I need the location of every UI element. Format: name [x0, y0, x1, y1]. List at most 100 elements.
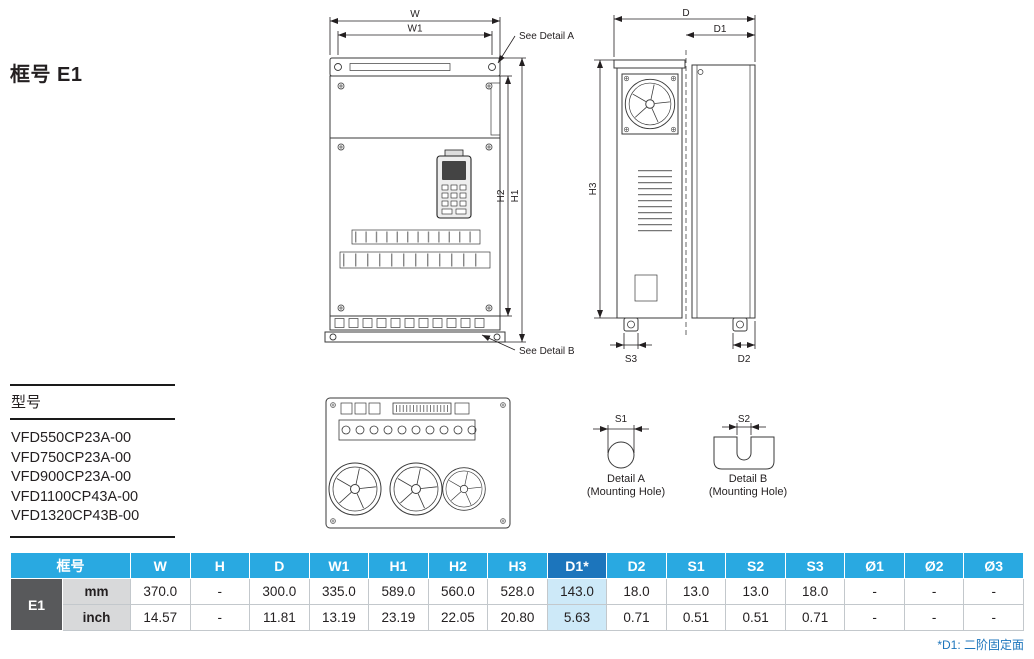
value-cell: - — [189, 604, 251, 631]
detail-a-title: Detail A — [607, 473, 645, 485]
header-w: W — [130, 552, 191, 579]
value-cell: 20.80 — [487, 604, 548, 631]
value-cell: - — [963, 578, 1024, 605]
dim-label-h3: H3 — [588, 182, 599, 195]
dimension-table: 框号 W H D W1 H1 H2 H3 D1* D2 S1 S2 S3 Ø1 … — [10, 552, 1024, 631]
bottom-view-body — [325, 397, 511, 529]
bottom-fans — [328, 462, 486, 516]
value-cell: - — [189, 578, 251, 605]
header-frame: 框号 — [10, 552, 131, 579]
side-view-body — [613, 59, 756, 332]
header-w1: W1 — [308, 552, 370, 579]
front-view-drawing: W W1 H2 H1 See Detail A See Detail B — [324, 9, 575, 357]
detail-a-label: Detail A (Mounting Hole) — [581, 473, 671, 499]
dim-label-d2: D2 — [738, 354, 751, 365]
keypad — [436, 149, 472, 219]
divider — [10, 418, 175, 420]
models-list: VFD550CP23A-00 VFD750CP23A-00 VFD900CP23… — [10, 420, 175, 536]
value-cell: 0.51 — [665, 604, 727, 631]
value-cell-d1: 143.0 — [546, 578, 608, 605]
value-cell: 528.0 — [487, 578, 548, 605]
models-section: 型号 VFD550CP23A-00 VFD750CP23A-00 VFD900C… — [10, 384, 175, 538]
detail-a-drawing: S1 — [593, 414, 649, 469]
value-cell: 22.05 — [427, 604, 489, 631]
value-cell: - — [963, 604, 1024, 631]
detail-b-title: Detail B — [728, 473, 768, 485]
dim-label-h2: H2 — [496, 189, 507, 202]
value-cell: 23.19 — [368, 604, 429, 631]
frame-cell: E1 — [10, 578, 63, 631]
value-cell: - — [844, 578, 905, 605]
footnote: *D1: 二阶固定面 — [937, 638, 1024, 652]
detail-a-subtitle: (Mounting Hole) — [586, 486, 666, 498]
dim-label-d: D — [682, 8, 689, 19]
model-item: VFD900CP23A-00 — [11, 469, 132, 485]
value-cell: 11.81 — [249, 604, 310, 631]
detail-b-label: Detail B (Mounting Hole) — [698, 473, 798, 499]
mounting-hole-circle — [607, 441, 635, 469]
header-h3: H3 — [487, 552, 548, 579]
dim-label-s2: S2 — [738, 414, 751, 425]
dim-label-h1: H1 — [510, 189, 521, 202]
unit-cell-inch: inch — [62, 604, 131, 631]
dim-label-d1: D1 — [714, 24, 727, 35]
page-title: 框号 E1 — [10, 64, 83, 86]
dim-label-s1: S1 — [615, 414, 628, 425]
header-h1: H1 — [368, 552, 429, 579]
value-cell: 0.71 — [784, 604, 846, 631]
header-h: H — [189, 552, 251, 579]
value-cell: 0.51 — [725, 604, 786, 631]
side-view-dimensions — [594, 15, 756, 349]
value-cell: 13.0 — [725, 578, 786, 605]
front-view-dimensions — [329, 17, 526, 351]
value-cell-d1: 5.63 — [546, 604, 608, 631]
dim-label-w1: W1 — [408, 24, 423, 35]
value-cell: 560.0 — [427, 578, 489, 605]
header-dia3: Ø3 — [963, 552, 1024, 579]
header-d1: D1* — [546, 552, 608, 579]
dim-label-w: W — [410, 9, 420, 20]
side-view-drawing: D D1 H3 S3 D2 — [588, 8, 756, 365]
header-d2: D2 — [606, 552, 667, 579]
value-cell: 0.71 — [606, 604, 667, 631]
table-row-inch: inch 14.57 - 11.81 13.19 23.19 22.05 20.… — [11, 604, 1024, 631]
header-dia2: Ø2 — [903, 552, 965, 579]
model-item: VFD750CP23A-00 — [11, 449, 132, 466]
front-view-body — [324, 57, 506, 343]
model-item: VFD1100CP43A-00 — [11, 488, 139, 505]
bottom-view-drawing — [325, 397, 511, 529]
keypad-display — [442, 161, 466, 180]
models-heading: 型号 — [11, 394, 42, 411]
value-cell: 300.0 — [249, 578, 310, 605]
model-item: VFD550CP23A-00 — [11, 430, 132, 446]
value-cell: 370.0 — [130, 578, 191, 605]
header-d: D — [249, 552, 310, 579]
value-cell: 18.0 — [784, 578, 846, 605]
value-cell: 14.57 — [130, 604, 191, 631]
divider — [10, 535, 175, 538]
header-s3: S3 — [784, 552, 846, 579]
divider — [10, 384, 175, 386]
value-cell: 335.0 — [308, 578, 370, 605]
mounting-slot-shape — [713, 436, 775, 470]
model-item: VFD1320CP43B-00 — [11, 508, 140, 524]
side-fan — [623, 75, 677, 133]
header-h2: H2 — [427, 552, 489, 579]
detail-b-drawing: S2 — [713, 414, 775, 470]
unit-cell-mm: mm — [62, 578, 131, 605]
value-cell: - — [903, 578, 965, 605]
detail-b-subtitle: (Mounting Hole) — [708, 486, 788, 498]
dim-label-s3: S3 — [625, 354, 638, 365]
value-cell: 589.0 — [368, 578, 429, 605]
value-cell: 13.0 — [665, 578, 727, 605]
header-dia1: Ø1 — [844, 552, 905, 579]
header-s2: S2 — [725, 552, 786, 579]
table-header-row: 框号 W H D W1 H1 H2 H3 D1* D2 S1 S2 S3 Ø1 … — [10, 552, 1024, 579]
see-detail-b-label: See Detail B — [519, 346, 575, 357]
table-row-mm: E1 mm 370.0 - 300.0 335.0 589.0 560.0 52… — [10, 578, 1024, 631]
see-detail-a-label: See Detail A — [519, 31, 574, 42]
value-cell: 13.19 — [308, 604, 370, 631]
value-cell: - — [844, 604, 905, 631]
value-cell: 18.0 — [606, 578, 667, 605]
